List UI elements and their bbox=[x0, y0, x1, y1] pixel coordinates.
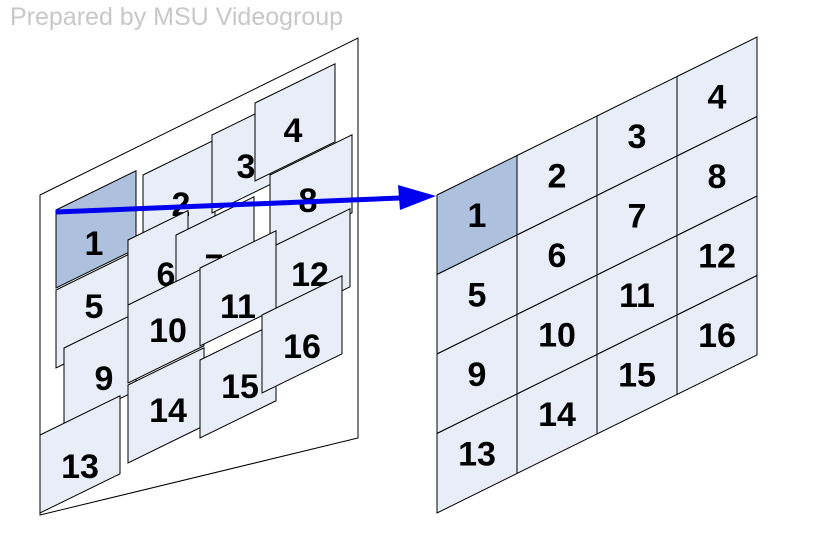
move-arrow-head bbox=[398, 185, 436, 210]
scattered-tile-label: 9 bbox=[95, 360, 114, 398]
scattered-tile-label: 10 bbox=[149, 312, 187, 350]
grid-cell-label: 5 bbox=[468, 277, 487, 315]
left-panel-tiles: 23156784129101114151613 bbox=[39, 62, 353, 514]
scattered-tile-label: 16 bbox=[283, 328, 321, 366]
scattered-tile bbox=[199, 321, 277, 439]
credit-text: Prepared by MSU Videogroup bbox=[10, 3, 344, 31]
scattered-tile bbox=[254, 62, 336, 182]
grid-cell-label: 15 bbox=[618, 357, 656, 395]
scattered-tile bbox=[127, 266, 205, 384]
scattered-tile bbox=[39, 394, 121, 514]
grid-cell-label: 3 bbox=[628, 118, 647, 156]
grid-cell-label: 10 bbox=[538, 317, 576, 355]
grid-cell bbox=[676, 274, 758, 396]
scattered-tile bbox=[269, 134, 353, 254]
scattered-tile-label: 13 bbox=[61, 448, 99, 486]
scattered-tile bbox=[261, 274, 343, 394]
scattered-tile-label: 1 bbox=[85, 225, 104, 263]
scattered-tile-label: 4 bbox=[284, 112, 303, 150]
grid-cell-label: 11 bbox=[619, 277, 655, 315]
grid-cell-label: 7 bbox=[628, 198, 647, 236]
grid-cell-label: 8 bbox=[708, 158, 727, 196]
grid-cell-label: 6 bbox=[548, 237, 567, 275]
scattered-tile-label: 15 bbox=[221, 368, 259, 406]
grid-cell-label: 16 bbox=[698, 317, 736, 355]
grid-cell-label: 9 bbox=[468, 356, 487, 394]
scattered-tile-label: 3 bbox=[237, 148, 256, 186]
grid-cell-label: 12 bbox=[698, 238, 736, 276]
scattered-tile-label: 14 bbox=[149, 392, 187, 430]
grid-cell-label: 1 bbox=[468, 197, 487, 235]
scattered-tile-label: 5 bbox=[85, 288, 104, 326]
grid-cell-label: 4 bbox=[708, 79, 727, 117]
grid-cell-label: 14 bbox=[538, 396, 576, 434]
grid-cell-label: 2 bbox=[548, 158, 567, 196]
grid-cell-label: 13 bbox=[458, 436, 496, 474]
scattered-tile-label: 11 bbox=[220, 288, 256, 326]
move-arrow bbox=[55, 195, 401, 215]
